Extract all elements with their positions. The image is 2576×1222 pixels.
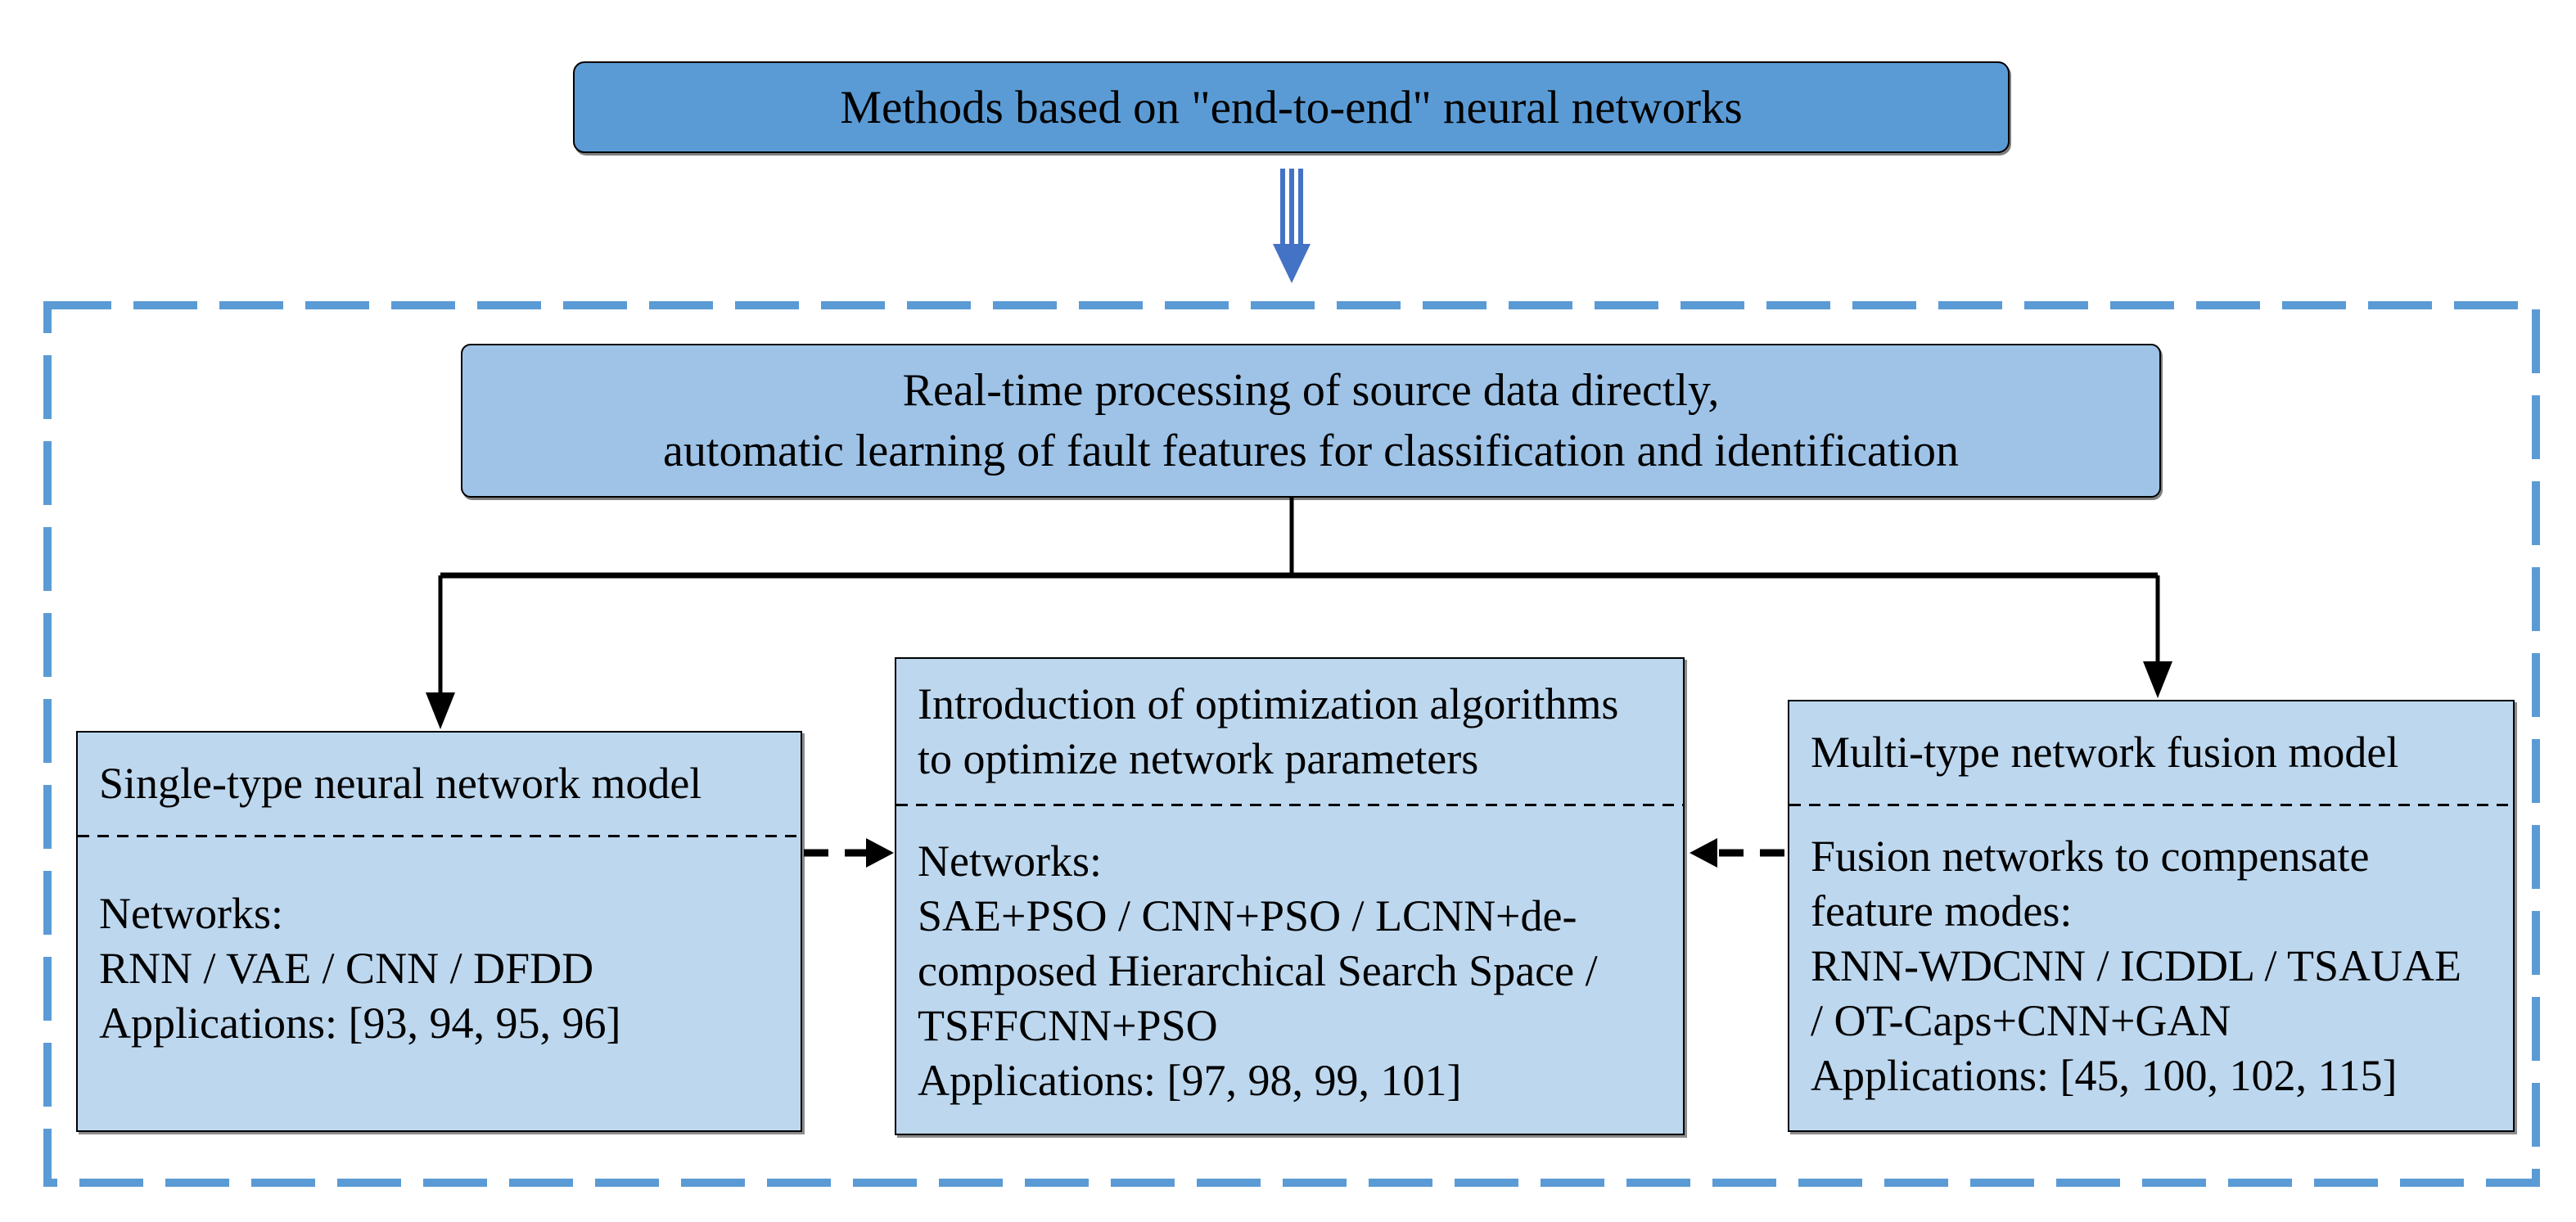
branch-title: Single-type neural network model [78,733,801,835]
branch-body-line: RNN / VAE / CNN / DFDD [99,944,594,993]
branch-body-line: RNN-WDCNN / ICDDL / TSAUAE [1811,941,2461,990]
dashed-arrow-left-to-middle [804,838,894,868]
branch-body-line: Networks: [99,889,283,938]
summary-line: Real-time processing of source data dire… [902,365,1720,416]
branch-body: Networks: RNN / VAE / CNN / DFDD Applica… [78,886,801,1051]
dashed-arrow-right-to-middle [1690,838,1784,868]
branch-body-line: Applications: [45, 100, 102, 115] [1811,1051,2398,1100]
branch-title-line: Single-type neural network model [99,759,702,808]
branch-body-line: TSFFCNN+PSO [918,1001,1218,1050]
branch-box-single-type-model: Single-type neural network model Network… [76,731,802,1132]
root-box-label: Methods based on "end-to-end" neural net… [840,81,1743,133]
branch-body-line: composed Hierarchical Search Space / [918,946,1598,995]
dashed-separator [896,804,1683,806]
branch-body-line: SAE+PSO / CNN+PSO / LCNN+de- [918,891,1577,940]
summary-line: automatic learning of fault features for… [663,426,1959,476]
branch-title-line: Multi-type network fusion model [1811,728,2399,777]
dashed-separator [1789,804,2513,806]
root-box-end-to-end-methods: Methods based on "end-to-end" neural net… [573,61,2010,153]
branch-title-line: to optimize network parameters [918,733,1479,783]
branch-body-line: Applications: [93, 94, 95, 96] [99,999,621,1048]
branch-box-optimization-algorithms: Introduction of optimization algorithms … [895,657,1685,1135]
branch-body-line: Applications: [97, 98, 99, 101] [918,1056,1462,1105]
branch-title-line: Introduction of optimization algorithms [918,679,1619,728]
branch-box-multi-type-fusion-model: Multi-type network fusion model Fusion n… [1788,700,2515,1132]
branch-body-line: feature modes: [1811,886,2073,936]
branch-body: Fusion networks to compensate feature mo… [1789,829,2513,1103]
arrowhead-left [426,692,455,729]
branch-title: Introduction of optimization algorithms … [896,659,1683,804]
branch-title: Multi-type network fusion model [1789,701,2513,804]
arrowhead-right [2143,661,2172,698]
branch-body-line: Networks: [918,836,1102,886]
branch-body: Networks: SAE+PSO / CNN+PSO / LCNN+de- c… [896,834,1683,1108]
branch-body-line: Fusion networks to compensate [1811,832,2370,881]
branch-body-line: / OT-Caps+CNN+GAN [1811,996,2231,1045]
dashed-separator [78,835,801,837]
summary-box-real-time-processing: Real-time processing of source data dire… [461,344,2161,498]
down-arrow-icon [1273,169,1311,283]
